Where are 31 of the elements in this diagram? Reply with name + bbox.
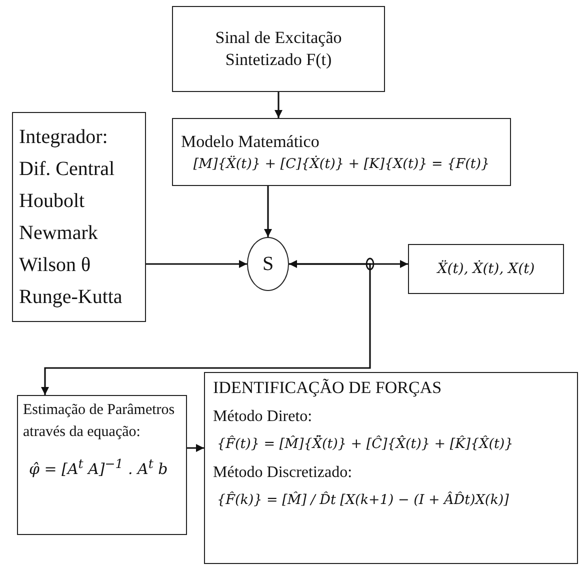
equation: Ẍ(t), Ẋ(t), X(t) xyxy=(437,260,535,278)
sum-label: S xyxy=(262,254,274,274)
process-box xyxy=(172,118,511,186)
section-heading: Método Direto: xyxy=(213,406,314,427)
sum-circle xyxy=(247,237,289,291)
box-text: Estimação de Parâmetros através da equação: xyxy=(23,401,176,442)
box-title: IDENTIFICAÇÃO DE FORÇAS xyxy=(213,377,443,399)
process-box xyxy=(17,395,187,535)
equation: {F̂(t)} = [M̂]{X̂̈(t)} + [Ĉ]{X̂̇(t)} + [K̂]{X̂(t)} xyxy=(217,434,514,454)
arrow xyxy=(187,444,204,452)
arrow xyxy=(274,92,282,118)
process-box xyxy=(204,372,578,564)
method-name: Wilson θ xyxy=(19,253,91,278)
box-text: Sinal de Excitação Sintetizado F(t) xyxy=(214,26,343,71)
arrow xyxy=(146,260,247,268)
process-box xyxy=(172,6,385,92)
method-name: Runge-Kutta xyxy=(19,285,122,310)
output-box xyxy=(408,244,564,294)
arrow xyxy=(41,263,371,395)
equation: φ̂ = [A$^{t}$ A]$^{−1}$ . A$^{t}$ b xyxy=(29,454,169,480)
arrow xyxy=(264,186,272,237)
equation: [M]{Ẍ(t)} + [C]{Ẋ(t)} + [K]{X(t)} = {F(t)} xyxy=(192,154,491,174)
arrow xyxy=(289,260,408,268)
method-list-box xyxy=(12,112,146,322)
box-title: Modelo Matemático xyxy=(181,130,320,153)
box-title: Integrador: xyxy=(19,125,108,150)
method-name: Dif. Central xyxy=(19,157,115,182)
method-name: Houbolt xyxy=(19,189,85,214)
equation: {F̂(k)} = [M̂] / D̂t [X(k+1) − (I + ÂD̂t)X(k)] xyxy=(217,490,510,510)
section-heading: Método Discretizado: xyxy=(213,462,354,483)
method-name: Newmark xyxy=(19,221,98,246)
